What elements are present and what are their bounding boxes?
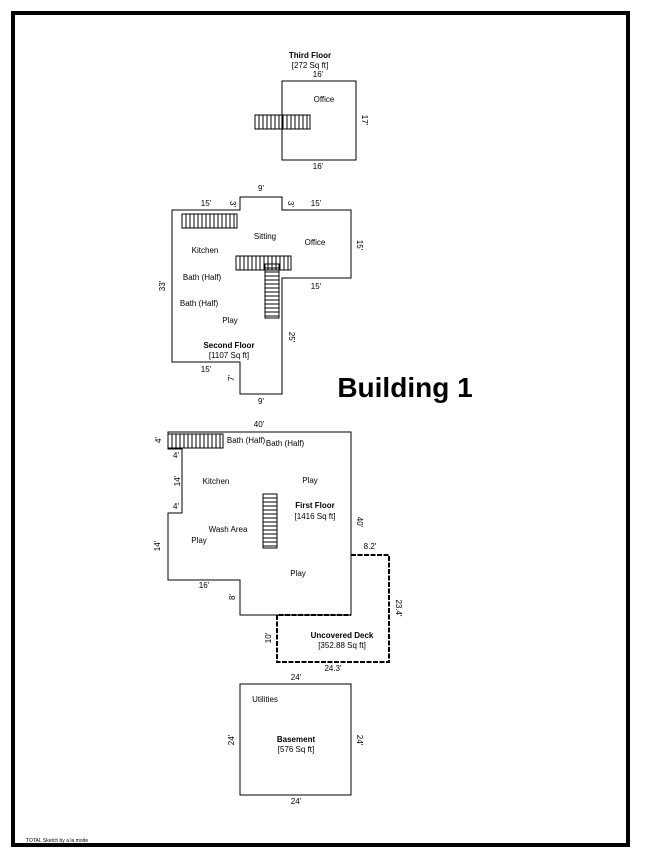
deck-area: [352.88 Sq ft] xyxy=(318,641,366,650)
third-floor-area: [272 Sq ft] xyxy=(292,61,328,70)
deck-dim: 8.2' xyxy=(364,542,377,551)
second-floor-stairs xyxy=(181,213,292,319)
third-floor-stairs xyxy=(254,114,311,130)
first-floor-room-play: Play xyxy=(290,569,306,578)
basement-dim-top: 24' xyxy=(291,673,302,682)
second-floor-dim: 9' xyxy=(258,184,264,193)
second-floor-dim: 3' xyxy=(228,201,237,207)
uncovered-deck: 8.2' 23.4' 10' 24.3' Uncovered Deck [352… xyxy=(264,542,403,673)
software-credit: TOTAL Sketch by a la mode xyxy=(26,838,88,844)
deck-outline xyxy=(276,554,390,663)
second-floor-room-play: Play xyxy=(222,316,238,325)
basement-dim-left: 24' xyxy=(227,734,236,745)
second-floor-room-bath: Bath (Half) xyxy=(183,273,222,282)
first-floor-dim: 4' xyxy=(173,451,179,460)
deck-title: Uncovered Deck xyxy=(311,631,374,640)
basement-room-utilities: Utilities xyxy=(252,695,278,704)
first-floor-dim: 14' xyxy=(173,475,182,486)
second-floor-outline xyxy=(171,196,352,395)
basement: 24' 24' 24' 24' Utilities Basement [576 … xyxy=(227,673,364,806)
first-floor: 40' 4' 4' 14' 4' 14' 40' 16' 8' Bath (Ha… xyxy=(153,420,364,616)
second-floor-dim: 15' xyxy=(355,240,364,251)
first-floor-dim: 8' xyxy=(228,594,237,600)
second-floor-dim: 33' xyxy=(158,280,167,291)
first-floor-stairs xyxy=(167,433,278,549)
third-floor-outline xyxy=(281,80,357,161)
third-floor-title: Third Floor xyxy=(289,51,331,60)
first-floor-dim: 4' xyxy=(173,502,179,511)
first-floor-room-kitchen: Kitchen xyxy=(203,477,230,486)
second-floor-dim: 15' xyxy=(311,282,322,291)
basement-area: [576 Sq ft] xyxy=(278,745,314,754)
deck-dim: 24.3' xyxy=(324,664,342,673)
second-floor-room-office: Office xyxy=(305,238,326,247)
second-floor-room-kitchen: Kitchen xyxy=(192,246,219,255)
third-floor-dim-right: 17' xyxy=(360,115,369,126)
first-floor-dim: 40' xyxy=(254,420,265,429)
first-floor-area: [1416 Sq ft] xyxy=(295,512,336,521)
second-floor-dim: 7' xyxy=(227,375,236,381)
basement-dim-right: 24' xyxy=(355,735,364,746)
first-floor-room-play: Play xyxy=(191,536,207,545)
second-floor-title: Second Floor xyxy=(203,341,254,350)
deck-dim: 10' xyxy=(264,632,273,643)
second-floor-room-bath: Bath (Half) xyxy=(180,299,219,308)
second-floor-dim: 3' xyxy=(286,201,295,207)
page-frame xyxy=(11,11,630,847)
first-floor-room-bath: Bath (Half) xyxy=(227,436,266,445)
basement-dim-bottom: 24' xyxy=(291,797,302,806)
first-floor-title: First Floor xyxy=(295,501,335,510)
first-floor-outline xyxy=(167,431,352,616)
first-floor-dim: 14' xyxy=(153,540,162,551)
deck-dim: 23.4' xyxy=(394,599,403,617)
first-floor-dim: 16' xyxy=(199,581,210,590)
first-floor-room-bath: Bath (Half) xyxy=(266,439,305,448)
second-floor: 15' 3' 9' 3' 15' 15' 15' 25' 33' 15' 7' … xyxy=(158,184,364,406)
first-floor-room-wash-area: Wash Area xyxy=(209,525,248,534)
third-floor-room-office: Office xyxy=(314,95,335,104)
second-floor-dim: 25' xyxy=(287,332,296,343)
first-floor-room-play: Play xyxy=(302,476,318,485)
third-floor: Third Floor [272 Sq ft] 16' 16' 17' Offi… xyxy=(254,51,369,171)
second-floor-area: [1107 Sq ft] xyxy=(209,351,249,360)
second-floor-dim: 9' xyxy=(258,397,264,406)
basement-title: Basement xyxy=(277,735,316,744)
second-floor-dim: 15' xyxy=(201,199,212,208)
second-floor-room-sitting: Sitting xyxy=(254,232,276,241)
basement-outline xyxy=(239,683,352,796)
first-floor-dim: 40' xyxy=(355,517,364,528)
second-floor-dim: 15' xyxy=(311,199,322,208)
building-title: Building 1 xyxy=(337,372,472,403)
third-floor-dim-bottom: 16' xyxy=(313,162,324,171)
third-floor-dim-top: 16' xyxy=(313,70,324,79)
second-floor-dim: 15' xyxy=(201,365,212,374)
first-floor-dim: 4' xyxy=(154,437,163,443)
